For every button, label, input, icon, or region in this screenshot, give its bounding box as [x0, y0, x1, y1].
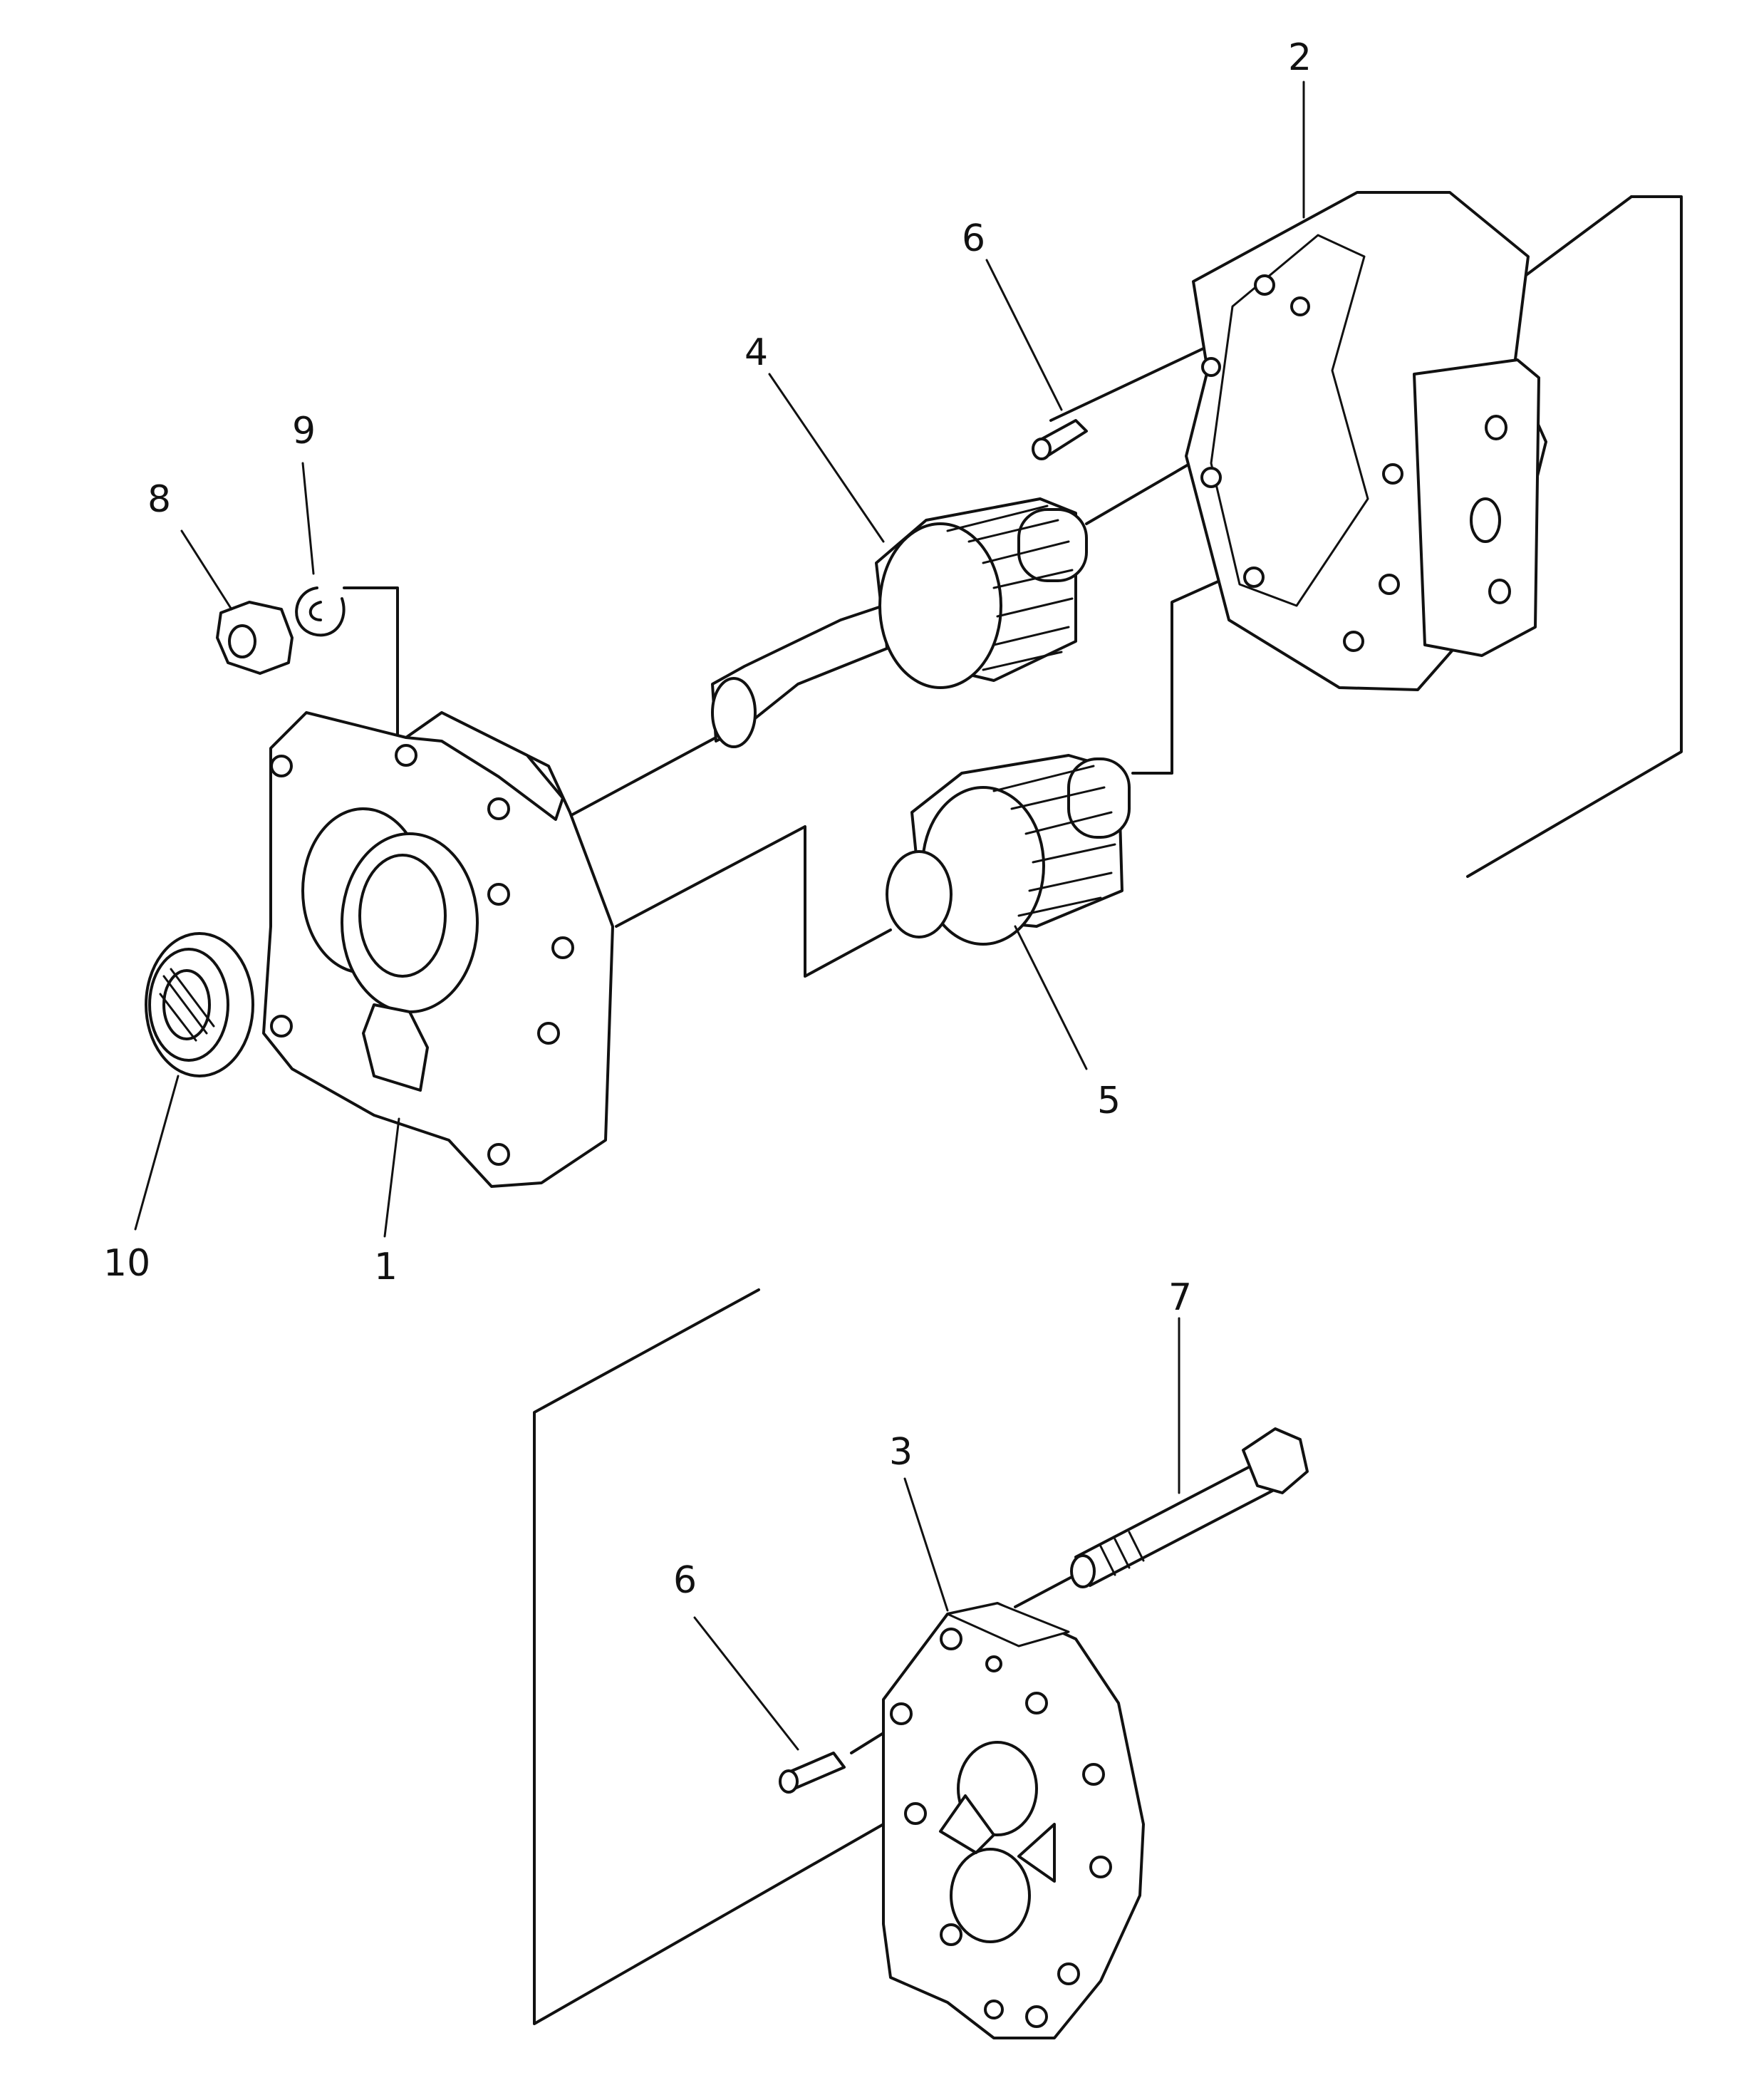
callout-9: 9: [292, 410, 316, 452]
bearing-part-10: [145, 932, 254, 1077]
leader-lines: [134, 81, 1305, 1751]
nut-part-8: [216, 601, 294, 675]
pump-body-part-2: [1185, 191, 1547, 691]
callout-10: 10: [103, 1242, 150, 1285]
dowel-pin-part-6-upper: [1032, 419, 1088, 460]
callout-8: 8: [147, 478, 171, 521]
callout-6-upper: 6: [962, 217, 985, 260]
end-cover-plate-part-3: [882, 1602, 1145, 2039]
callout-4: 4: [744, 331, 768, 374]
snap-ring-part-9: [295, 586, 346, 637]
callout-labels: 2 6 4 9 8 5 10 1 7 3 6: [103, 36, 1312, 1602]
callout-5: 5: [1097, 1080, 1121, 1122]
drive-gear-shaft-part-4: [711, 497, 1088, 748]
driven-gear-part-5: [886, 754, 1131, 946]
callout-6-lower: 6: [673, 1559, 697, 1602]
dowel-pin-part-6-lower: [779, 1752, 846, 1794]
callout-1: 1: [374, 1246, 398, 1288]
callout-2: 2: [1288, 36, 1312, 79]
callout-7: 7: [1168, 1276, 1192, 1319]
bolt-part-7: [1070, 1427, 1309, 1588]
front-cover-part-1: [262, 711, 614, 1188]
callout-3: 3: [889, 1431, 913, 1474]
